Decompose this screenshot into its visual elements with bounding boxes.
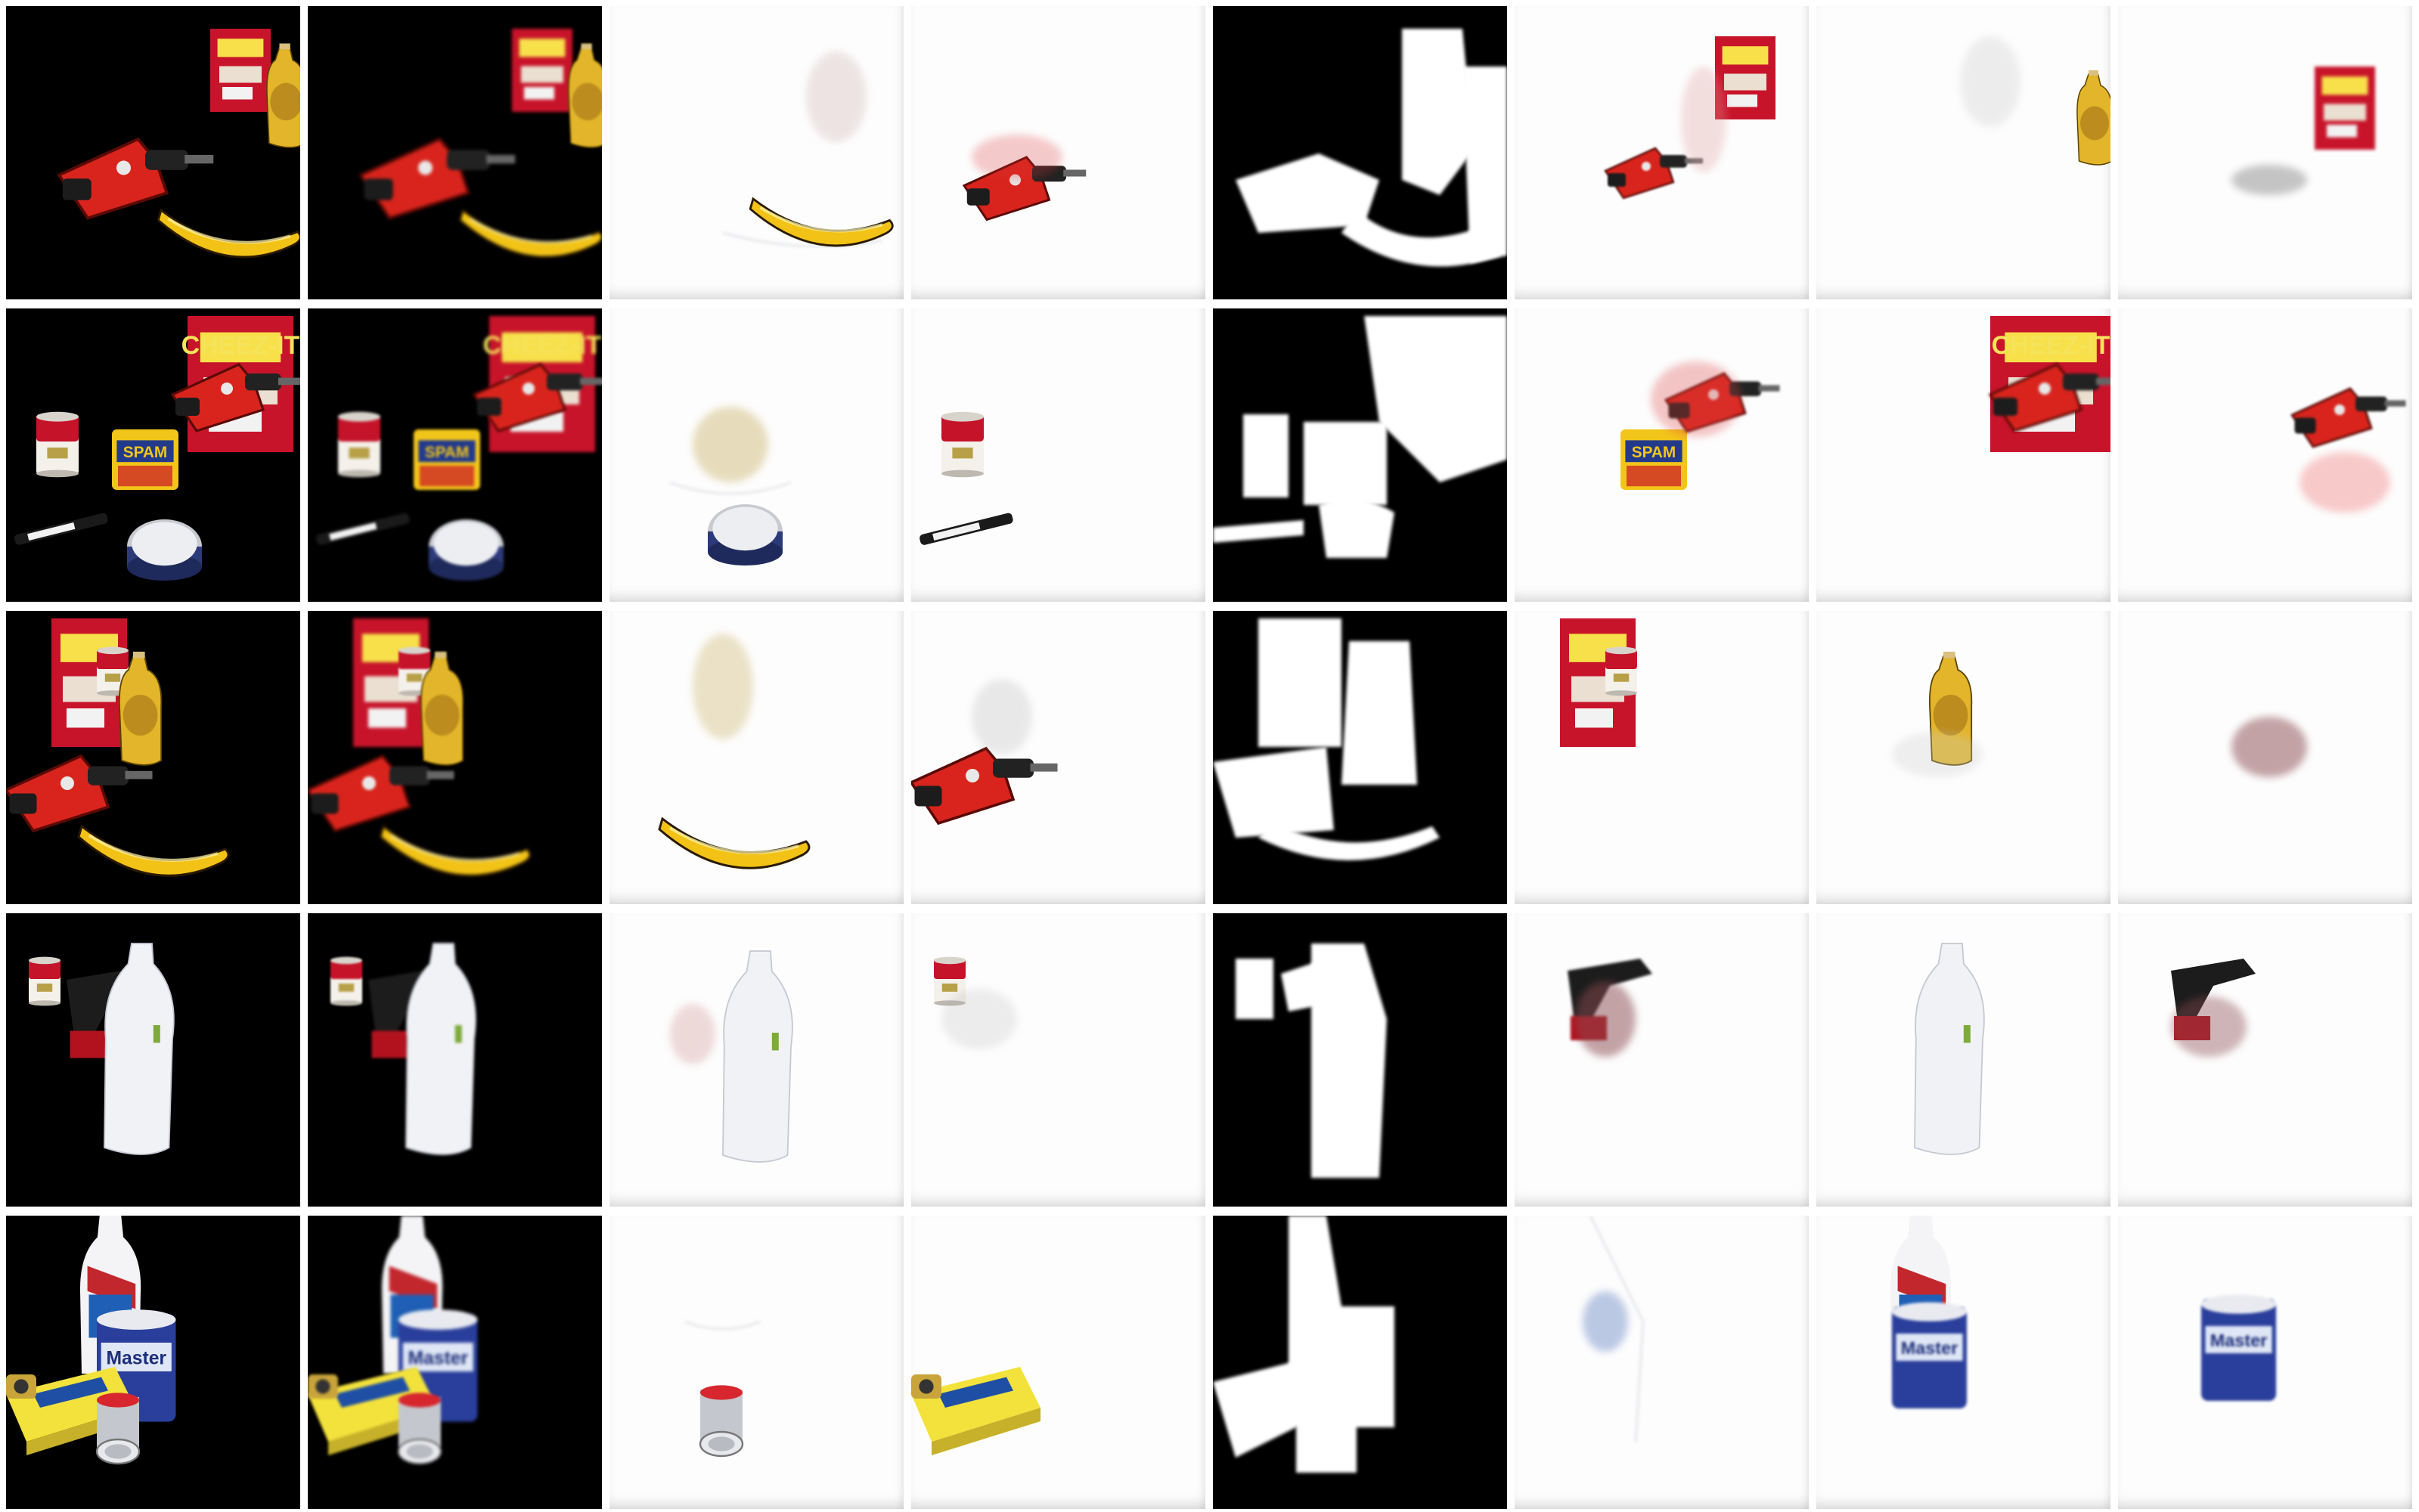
panel-r1-c7 (1816, 6, 2110, 299)
svg-text:Master: Master (2210, 1331, 2267, 1350)
panel-image (1583, 1216, 1645, 1443)
panel-r4-c1 (6, 913, 300, 1207)
panel-r4-c2 (308, 913, 602, 1207)
panel-image: SPAM (1620, 361, 1780, 490)
panel-image (722, 51, 894, 247)
panel-r4-c4 (911, 913, 1205, 1207)
svg-text:Master: Master (1901, 1338, 1958, 1358)
panel-image (1213, 913, 1507, 1207)
panel-r5-c5 (1213, 1216, 1507, 1509)
svg-text:SPAM: SPAM (123, 444, 168, 461)
panel-image (330, 943, 476, 1155)
panel-image: CHEEZ-IT (1988, 316, 2110, 452)
panel-r1-c4 (911, 6, 1205, 299)
panel-r4-c8 (2118, 913, 2412, 1207)
panel-image (658, 634, 811, 869)
panel-image (1213, 308, 1507, 602)
panel-image (1960, 36, 2110, 166)
panel-r2-c5 (1213, 308, 1507, 602)
panel-r2-c4 (911, 308, 1205, 602)
panel-r3-c5 (1213, 611, 1507, 904)
panel-r1-c5 (1213, 6, 1507, 299)
panel-r2-c8 (2118, 308, 2412, 602)
panel-r5-c6 (1515, 1216, 1809, 1509)
panel-r2-c3 (609, 308, 904, 602)
svg-text:SPAM: SPAM (425, 444, 470, 461)
panel-r3-c6 (1515, 611, 1809, 904)
panel-r3-c3 (609, 611, 904, 904)
panel-image (1892, 652, 1983, 777)
panel-r2-c7: CHEEZ-IT (1816, 308, 2110, 602)
panel-image (29, 943, 175, 1155)
panel-r4-c6 (1515, 913, 1809, 1207)
panel-image: CHEEZ-IT SPAM (316, 316, 602, 581)
svg-text:SPAM: SPAM (1632, 444, 1676, 461)
panel-r3-c8 (2118, 611, 2412, 904)
panel-image (308, 618, 532, 877)
panel-r1-c2 (308, 6, 602, 299)
svg-text:CHEEZ-IT: CHEEZ-IT (483, 331, 602, 360)
panel-image (920, 411, 1013, 545)
panel-image (6, 618, 230, 877)
panel-image (1604, 36, 1775, 200)
panel-image (911, 1367, 1040, 1455)
panel-image: Master (308, 1216, 478, 1465)
panel-r3-c4 (911, 611, 1205, 904)
svg-text:Master: Master (106, 1349, 166, 1369)
panel-image (2171, 959, 2256, 1057)
panel-image (684, 1321, 761, 1458)
panel-r1-c3 (609, 6, 904, 299)
panel-r5-c3 (609, 1216, 904, 1509)
panel-image: Master (1890, 1216, 1967, 1408)
panel-image (962, 135, 1087, 222)
panel-r4-c3 (609, 913, 904, 1207)
panel-image (358, 29, 602, 259)
panel-r3-c1 (6, 611, 300, 904)
panel-r5-c7: Master (1816, 1216, 2110, 1509)
panel-r2-c2: CHEEZ-IT SPAM (308, 308, 602, 602)
panel-r5-c8: Master (2118, 1216, 2412, 1509)
panel-r2-c6: SPAM (1515, 308, 1809, 602)
panel-r5-c2: Master (308, 1216, 602, 1509)
panel-image (1213, 6, 1507, 299)
panel-r1-c8 (2118, 6, 2412, 299)
panel-r2-c1: CHEEZ-IT SPAM (6, 308, 300, 602)
panel-image: Master (2201, 1294, 2276, 1401)
panel-image: CHEEZ-IT SPAM (14, 316, 300, 581)
panel-image (1213, 1216, 1507, 1509)
panel-image (1914, 943, 1985, 1155)
panel-r3-c7 (1816, 611, 2110, 904)
panel-r1-c6 (1515, 6, 1809, 299)
panel-r5-c4 (911, 1216, 1205, 1509)
panel-image (57, 29, 300, 259)
panel-image (669, 407, 792, 565)
panel-image (1213, 611, 1507, 904)
panel-r4-c5 (1213, 913, 1507, 1207)
panel-r4-c7 (1816, 913, 2110, 1207)
panel-image (2231, 67, 2375, 195)
panel-image (1568, 959, 1652, 1057)
panel-r5-c1: Master (6, 1216, 300, 1509)
panel-image (1560, 618, 1637, 747)
panel-image (934, 956, 1017, 1049)
panel-r3-c2 (308, 611, 602, 904)
panel-image (2231, 717, 2307, 777)
panel-image: Master (6, 1216, 176, 1465)
svg-text:CHEEZ-IT: CHEEZ-IT (181, 331, 300, 360)
panel-r1-c1 (6, 6, 300, 299)
svg-text:Master: Master (408, 1349, 468, 1369)
panel-image (670, 950, 793, 1163)
svg-text:CHEEZ-IT: CHEEZ-IT (1992, 331, 2110, 360)
panel-image (911, 679, 1058, 826)
panel-image (2290, 387, 2406, 513)
